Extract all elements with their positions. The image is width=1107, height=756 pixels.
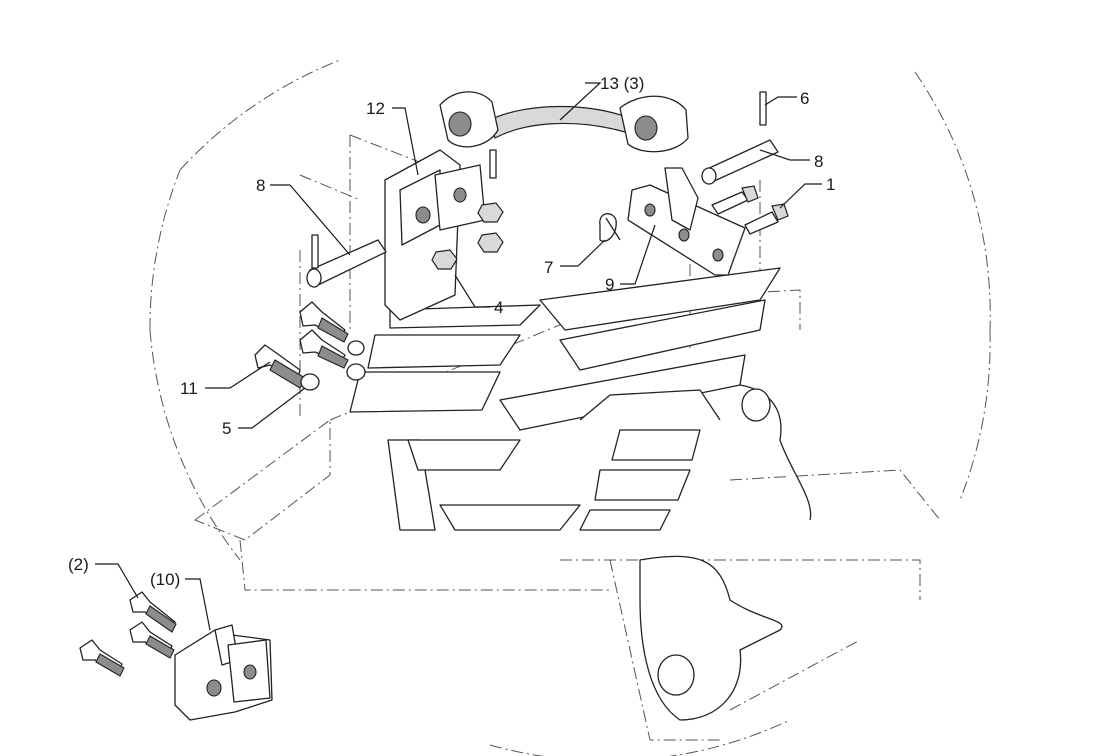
callout-4: 4 <box>494 298 503 317</box>
pin-6 <box>759 91 767 126</box>
pin-8-left <box>306 234 387 288</box>
callout-8-right: 8 <box>814 152 823 171</box>
bolts-1 <box>711 185 789 235</box>
leader-lines <box>95 82 822 631</box>
callout-9: 9 <box>605 275 614 294</box>
tractor-frame-ghost <box>193 134 941 741</box>
callout-11: 11 <box>180 379 198 398</box>
bracket-10 <box>174 624 273 721</box>
bolts-11 <box>254 301 366 391</box>
bolts-2 <box>79 591 177 677</box>
callout-labels: 13 (3) 12 8 6 8 1 7 9 4 11 5 (2) (10) <box>68 74 835 589</box>
bracket-12 <box>384 149 497 321</box>
callout-2: (2) <box>68 555 89 574</box>
detail-circle <box>149 59 991 756</box>
callout-13: 13 (3) <box>600 74 644 93</box>
callout-6: 6 <box>800 89 809 108</box>
plate-9 <box>627 167 746 276</box>
front-bracket-assembly <box>349 267 812 721</box>
clip-7 <box>599 213 621 242</box>
top-link-13 <box>439 91 689 153</box>
callout-10: (10) <box>150 570 180 589</box>
callout-5: 5 <box>222 419 231 438</box>
callout-12: 12 <box>366 99 385 118</box>
nuts-4 <box>431 202 504 270</box>
callout-8-left: 8 <box>256 176 265 195</box>
callout-1: 1 <box>826 175 835 194</box>
pin-8-right <box>701 139 779 185</box>
callout-7: 7 <box>544 258 553 277</box>
